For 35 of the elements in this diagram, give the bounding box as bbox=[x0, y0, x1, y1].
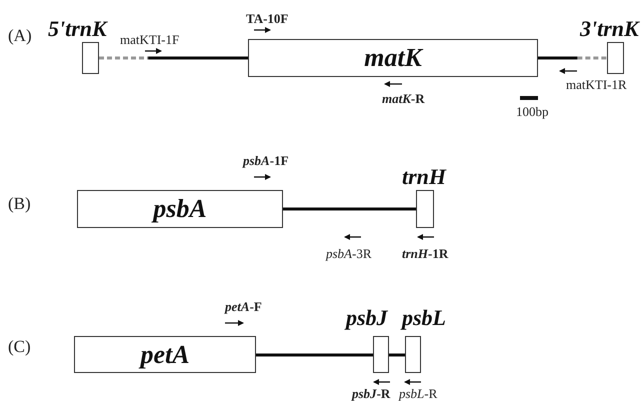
primer-label: trnH-1R bbox=[402, 247, 448, 260]
spacer-line bbox=[538, 56, 607, 60]
primer-label: psbL-R bbox=[399, 387, 438, 400]
primer-label: psbJ-R bbox=[352, 387, 390, 400]
gene-name: psbA bbox=[153, 194, 207, 224]
spacer-line bbox=[99, 56, 248, 60]
spacer-line bbox=[283, 208, 416, 210]
gene-box bbox=[74, 336, 256, 373]
gene-box bbox=[373, 336, 389, 373]
gene-name: psbJ bbox=[346, 305, 388, 331]
primer-label: petA-F bbox=[225, 300, 262, 313]
gene-box bbox=[405, 336, 421, 373]
gene-name: petA bbox=[140, 340, 190, 370]
gene-name: 3'trnK bbox=[580, 16, 639, 42]
gene-box bbox=[77, 190, 283, 228]
panel-label: (A) bbox=[8, 27, 32, 44]
primer-label: matK-R bbox=[382, 92, 425, 105]
panel-label: (B) bbox=[8, 195, 31, 212]
gene-name: psbL bbox=[402, 305, 446, 331]
primer-label: psbA-1F bbox=[243, 154, 289, 167]
spacer-line bbox=[389, 354, 405, 356]
primer-label: matKTI-1F bbox=[120, 33, 180, 46]
primer-label: matKTI-1R bbox=[566, 78, 627, 91]
gene-box bbox=[248, 39, 538, 77]
gene-box bbox=[416, 190, 434, 228]
gene-name: matK bbox=[364, 43, 422, 73]
panel-label: (C) bbox=[8, 338, 31, 355]
gene-name: 5'trnK bbox=[48, 16, 107, 42]
primer-label: TA-10F bbox=[246, 12, 288, 25]
scale-label: 100bp bbox=[516, 105, 548, 118]
primer-label: psbA-3R bbox=[326, 247, 372, 260]
gene-name: trnH bbox=[402, 164, 446, 190]
spacer-line bbox=[256, 354, 373, 356]
gene-box bbox=[607, 42, 624, 74]
gene-box bbox=[82, 42, 99, 74]
